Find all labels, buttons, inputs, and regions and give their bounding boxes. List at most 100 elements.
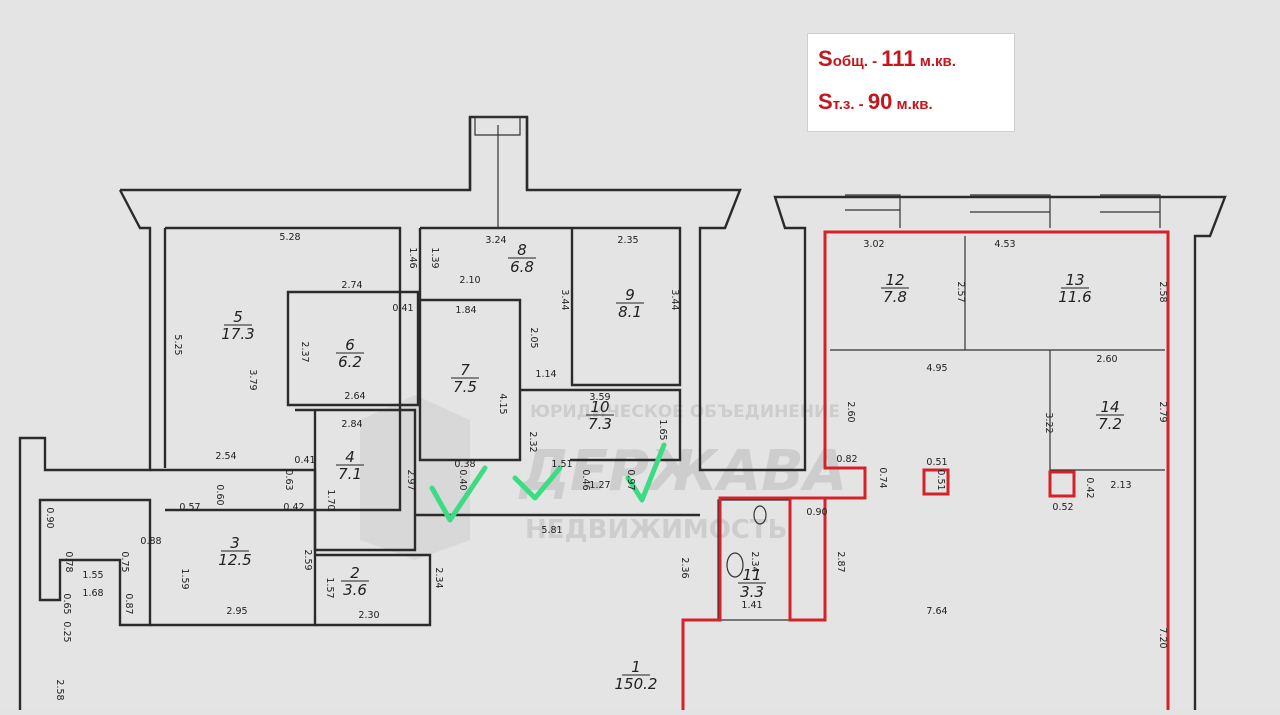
- dimension-label: 7.64: [926, 606, 947, 617]
- dimension-label: 2.60: [1096, 354, 1117, 365]
- dimension-label: 0.90: [44, 507, 55, 528]
- room-area: 3.6: [343, 581, 367, 599]
- check-icon: [512, 465, 563, 501]
- dimension-label: 2.95: [226, 606, 247, 617]
- room-area: 7.8: [883, 288, 907, 306]
- dimension-label: 4.53: [994, 239, 1015, 250]
- dimension-label: 0.42: [283, 502, 304, 513]
- room-area: 6.2: [338, 353, 362, 371]
- dimension-label: 0.51: [926, 457, 947, 468]
- room-area: 6.8: [510, 258, 534, 276]
- check-icon: [625, 442, 667, 503]
- dimension-label: 2.87: [835, 551, 846, 572]
- room-area: 12.5: [218, 551, 251, 569]
- room-number: 9: [625, 286, 635, 304]
- column-marker: [1048, 470, 1076, 498]
- dimension-label: 2.57: [955, 281, 966, 302]
- watermark-line1: ЮРИДИЧЕСКОЕ ОБЪЕДИНЕНИЕ: [530, 402, 840, 422]
- dimension-label: 2.58: [1157, 281, 1168, 302]
- dimension-label: 1.57: [324, 577, 335, 598]
- trade-area-prefix: S: [818, 89, 833, 114]
- dimension-label: 0.38: [454, 459, 475, 470]
- dimension-label: 2.30: [358, 610, 379, 621]
- dimension-label: 2.58: [54, 679, 65, 700]
- room-area: 17.3: [221, 325, 254, 343]
- dimension-label: 2.37: [299, 341, 310, 362]
- watermark-line2: ДЕРЖАВА: [518, 439, 847, 504]
- dimension-label: 3.22: [1043, 412, 1054, 433]
- total-area-line: Sобщ. - 111 м.кв.: [818, 46, 956, 72]
- dimension-label: 4.15: [497, 393, 508, 414]
- watermark: ЮРИДИЧЕСКОЕ ОБЪЕДИНЕНИЕ ДЕРЖАВА НЕДВИЖИМ…: [360, 395, 847, 560]
- dimension-label: 1.27: [589, 480, 610, 491]
- watermark-line3: НЕДВИЖИМОСТЬ: [525, 515, 787, 545]
- dimension-label: 0.25: [61, 621, 72, 642]
- room-number: 12: [885, 271, 904, 289]
- dimension-label: 1.41: [741, 600, 762, 611]
- dimension-label: 0.42: [1084, 477, 1095, 498]
- room-area: 150.2: [615, 675, 658, 693]
- dimension-label: 2.60: [845, 401, 856, 422]
- dimension-label: 0.46: [580, 469, 591, 490]
- dimension-label: 3.44: [669, 289, 680, 310]
- dimension-label: 0.41: [392, 303, 413, 314]
- dimension-label: 2.10: [459, 275, 480, 286]
- dimension-label: 2.74: [341, 280, 362, 291]
- dimension-label: 5.81: [541, 525, 562, 536]
- room-number: 1: [631, 658, 641, 676]
- dimension-label: 7.20: [1157, 627, 1168, 648]
- column-marker: [922, 468, 950, 496]
- dimension-label: 0.51: [935, 469, 946, 490]
- dimension-label: 3.02: [863, 239, 884, 250]
- room-number: 7: [460, 361, 470, 379]
- dimension-label: 0.40: [457, 469, 468, 490]
- dimension-label: 3.59: [589, 392, 610, 403]
- dimension-label: 2.59: [302, 549, 313, 570]
- dimension-label: 2.34: [433, 567, 444, 588]
- dimension-label: 2.13: [1110, 480, 1131, 491]
- dimension-label: 0.87: [123, 593, 134, 614]
- dimension-label: 1.59: [179, 568, 190, 589]
- dimension-label: 0.78: [63, 551, 74, 572]
- dimension-label: 4.95: [926, 363, 947, 374]
- dimension-label: 5.28: [279, 232, 300, 243]
- room-number: 8: [517, 241, 527, 259]
- dimension-label: 2.36: [679, 557, 690, 578]
- dimension-label: 2.05: [528, 327, 539, 348]
- trade-area-value: 90: [867, 89, 893, 114]
- room-number: 14: [1100, 398, 1119, 416]
- dimension-label: 0.60: [214, 484, 225, 505]
- room-number: 6: [345, 336, 355, 354]
- check-icon: [429, 465, 488, 523]
- dimension-label: 0.88: [140, 536, 161, 547]
- dimension-label: 1.68: [82, 588, 103, 599]
- highlighted-area: [681, 230, 1170, 710]
- dimension-label: 0.52: [1052, 502, 1073, 513]
- dimension-label: 3.24: [485, 235, 506, 246]
- dimension-label: 0.63: [283, 469, 294, 490]
- area-info-box: Sобщ. - 111 м.кв. Sт.з. - 90 м.кв.: [807, 33, 1015, 132]
- dimension-label: 2.54: [215, 451, 236, 462]
- room-area: 7.2: [1098, 415, 1122, 433]
- check-marks: [429, 442, 667, 523]
- dimension-label: 0.82: [836, 454, 857, 465]
- dimension-label: 2.97: [405, 469, 416, 490]
- trade-area-label: т.з. -: [832, 96, 868, 113]
- dimension-label: 0.65: [61, 593, 72, 614]
- room-number: 3: [230, 534, 240, 552]
- dimension-label: 2.64: [344, 391, 365, 402]
- dimension-label: 2.34: [749, 551, 760, 572]
- room-number: 11: [742, 566, 761, 584]
- dimension-label: 0.74: [877, 467, 888, 488]
- dimension-label: 2.79: [1157, 401, 1168, 422]
- dimension-label: 0.41: [294, 455, 315, 466]
- room-area: 7.5: [453, 378, 477, 396]
- room-number: 10: [590, 398, 609, 416]
- dimension-label: 2.32: [527, 431, 538, 452]
- room-number: 4: [345, 448, 355, 466]
